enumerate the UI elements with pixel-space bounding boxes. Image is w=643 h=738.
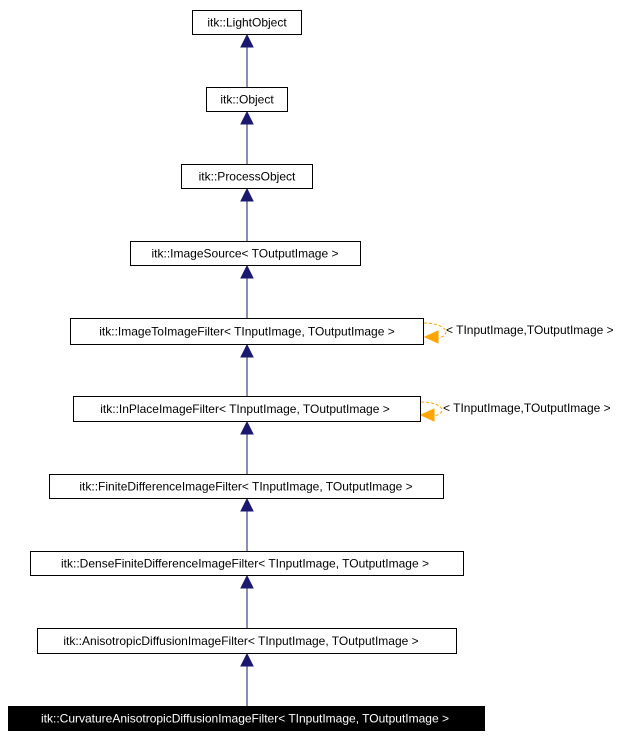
node-label-processobject: itk::ProcessObject	[199, 170, 296, 184]
node-finitedifferenceimagefilter[interactable]: itk::FiniteDifferenceImageFilter< TInput…	[49, 474, 444, 499]
node-object[interactable]: itk::Object	[206, 87, 288, 112]
edge-anisotropic-to-densefinitedifference	[240, 574, 254, 628]
template-edges: < TInputImage,TOutputImage > < TInputIma…	[419, 322, 614, 422]
class-nodes: itk::LightObject itk::Object itk::Proces…	[8, 10, 485, 731]
node-label-anisotropicdiffusionimagefilter: itk::AnisotropicDiffusionImageFilter< TI…	[63, 634, 418, 648]
edge-object-to-lightobject	[240, 33, 254, 87]
edge-processobject-to-object	[240, 110, 254, 164]
node-inplaceimagefilter[interactable]: itk::InPlaceImageFilter< TInputImage, TO…	[73, 396, 421, 422]
node-imagesource[interactable]: itk::ImageSource< TOutputImage >	[130, 241, 361, 266]
node-imagetoimagefilter[interactable]: itk::ImageToImageFilter< TInputImage, TO…	[70, 318, 424, 345]
edge-curvature-to-anisotropic	[240, 652, 254, 706]
node-curvatureanisotropicdiffusionimagefilter: itk::CurvatureAnisotropicDiffusionImageF…	[8, 706, 485, 731]
template-loop-imagetoimagefilter: < TInputImage,TOutputImage >	[423, 322, 614, 344]
edge-imagesource-to-processobject	[240, 187, 254, 241]
node-processobject[interactable]: itk::ProcessObject	[181, 164, 313, 189]
node-label-inplaceimagefilter: itk::InPlaceImageFilter< TInputImage, TO…	[100, 402, 390, 416]
node-label-curvatureanisotropicdiffusionimagefilter: itk::CurvatureAnisotropicDiffusionImageF…	[41, 712, 449, 726]
inheritance-edges	[240, 33, 254, 706]
edge-finitedifference-to-inplace	[240, 420, 254, 474]
node-label-finitedifferenceimagefilter: itk::FiniteDifferenceImageFilter< TInput…	[79, 480, 412, 494]
node-anisotropicdiffusionimagefilter[interactable]: itk::AnisotropicDiffusionImageFilter< TI…	[37, 628, 457, 654]
node-label-lightobject: itk::LightObject	[207, 16, 287, 30]
edge-densefinitedifference-to-finitedifference	[240, 497, 254, 551]
node-label-imagetoimagefilter: itk::ImageToImageFilter< TInputImage, TO…	[99, 325, 395, 339]
node-label-object: itk::Object	[220, 93, 274, 107]
edge-imagetoimagefilter-to-imagesource	[240, 264, 254, 318]
node-lightobject[interactable]: itk::LightObject	[192, 10, 302, 35]
template-label-imagetoimagefilter: < TInputImage,TOutputImage >	[446, 323, 614, 337]
edge-inplaceimagefilter-to-imagetoimagefilter	[240, 343, 254, 396]
template-loop-inplaceimagefilter: < TInputImage,TOutputImage >	[419, 401, 611, 422]
node-label-imagesource: itk::ImageSource< TOutputImage >	[152, 247, 339, 261]
node-label-densefinitedifferenceimagefilter: itk::DenseFiniteDifferenceImageFilter< T…	[61, 557, 429, 571]
node-densefinitedifferenceimagefilter[interactable]: itk::DenseFiniteDifferenceImageFilter< T…	[30, 551, 464, 576]
template-label-inplaceimagefilter: < TInputImage,TOutputImage >	[443, 401, 611, 415]
